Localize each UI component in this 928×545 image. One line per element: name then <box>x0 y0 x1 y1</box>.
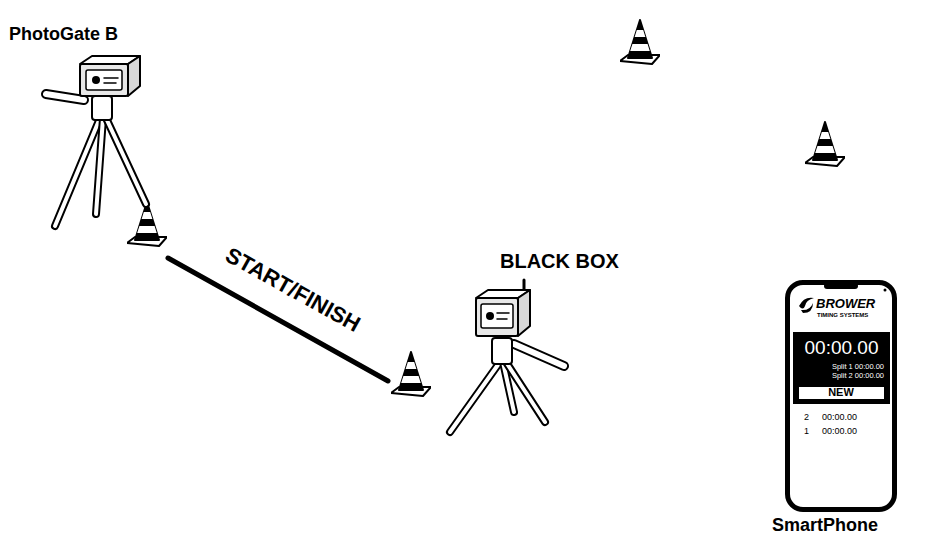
black-box-tripod-part <box>476 298 518 336</box>
timer-display: 00:00.00Split 1 00:00.00Split 2 00:00.00… <box>793 332 890 404</box>
phone-details-part <box>884 289 887 292</box>
black-box-tripod-part <box>481 304 513 328</box>
black-box-tripod-part <box>506 362 545 422</box>
black-box-tripod <box>450 280 564 432</box>
photogate-tripod-part <box>86 70 122 90</box>
photogate-tripod-part <box>106 118 146 204</box>
phone-details <box>799 283 887 313</box>
run-time: 00:00.00 <box>822 427 857 437</box>
black-box-tripod-part <box>514 344 564 366</box>
smartphone-frame: BROWERTIMING SYSTEMS200:00.00100:00.0000… <box>785 280 897 512</box>
photogate-tripod-part <box>46 94 84 100</box>
black-box-tripod-part <box>506 362 545 422</box>
split-time: Split 2 00:00.00 <box>795 372 884 380</box>
photogate-tripod-part <box>104 82 116 84</box>
black-box-tripod-part <box>497 318 507 320</box>
run-number: 2 <box>804 413 809 423</box>
black-box-tripod-part <box>450 362 500 432</box>
main-time: 00:00.00 <box>795 338 888 359</box>
traffic-cone <box>620 20 660 64</box>
black-box-tripod-part <box>450 362 500 432</box>
photogate-tripod-part <box>46 94 84 100</box>
traffic-cone <box>805 122 845 166</box>
photogate-tripod <box>46 56 146 226</box>
run-time: 00:00.00 <box>822 413 857 423</box>
traffic-cone <box>127 202 167 246</box>
photogate-tripod-part <box>128 56 140 96</box>
phone-details-part <box>801 303 813 313</box>
device-label: SmartPhone <box>772 515 878 536</box>
photogate-tripod-part <box>96 118 103 214</box>
button-text: NEW <box>799 387 883 398</box>
photogate-tripod-part <box>96 118 103 214</box>
photogate-tripod-part <box>104 77 118 79</box>
black-box-tripod-part <box>492 338 512 364</box>
photogate-tripod-part <box>80 64 128 96</box>
split-time: Split 1 00:00.00 <box>795 363 884 371</box>
device-label: BLACK BOX <box>500 250 619 273</box>
line-label: START/FINISH <box>221 243 364 338</box>
device-label: PhotoGate B <box>9 24 118 45</box>
photogate-tripod-part <box>106 118 146 204</box>
black-box-tripod-part <box>514 344 564 366</box>
brand-name: BROWER <box>816 297 875 311</box>
new-button: NEW <box>798 386 885 400</box>
photogate-tripod-part <box>92 96 112 120</box>
brand-tagline: TIMING SYSTEMS <box>817 312 868 319</box>
traffic-cone <box>391 352 431 396</box>
black-box-tripod-part <box>497 312 509 314</box>
photogate-tripod-part <box>92 76 100 84</box>
black-box-tripod-part <box>518 290 530 336</box>
run-number: 1 <box>804 427 809 437</box>
black-box-tripod-part <box>486 312 494 320</box>
